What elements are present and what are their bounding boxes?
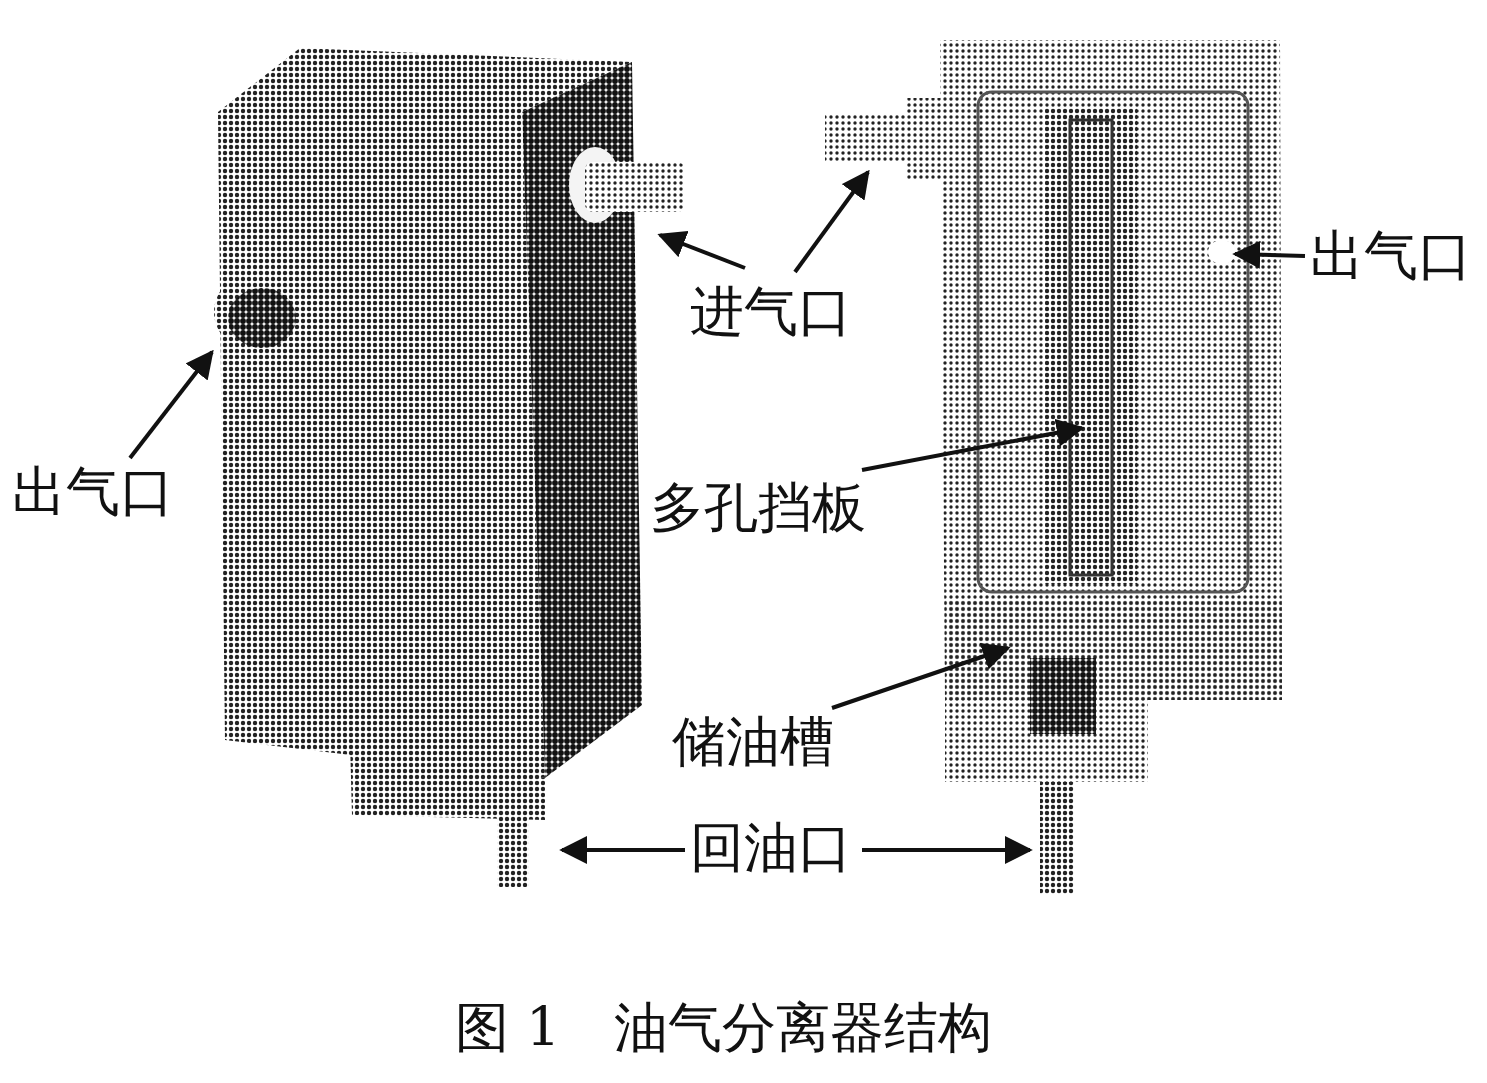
callout-label: 回油口 <box>690 818 852 877</box>
callout-label: 储油槽 <box>672 712 834 771</box>
callout-label: 出气口 <box>1310 226 1472 285</box>
callout-label: 出气口 <box>12 462 174 521</box>
callout-label: 多孔挡板 <box>650 478 866 537</box>
left-housing <box>214 48 685 887</box>
figure-caption: 图 1 油气分离器结构 <box>455 998 993 1057</box>
leader-arrows <box>130 172 1305 850</box>
callout-label: 进气口 <box>690 282 852 341</box>
right-section-view <box>825 40 1282 894</box>
